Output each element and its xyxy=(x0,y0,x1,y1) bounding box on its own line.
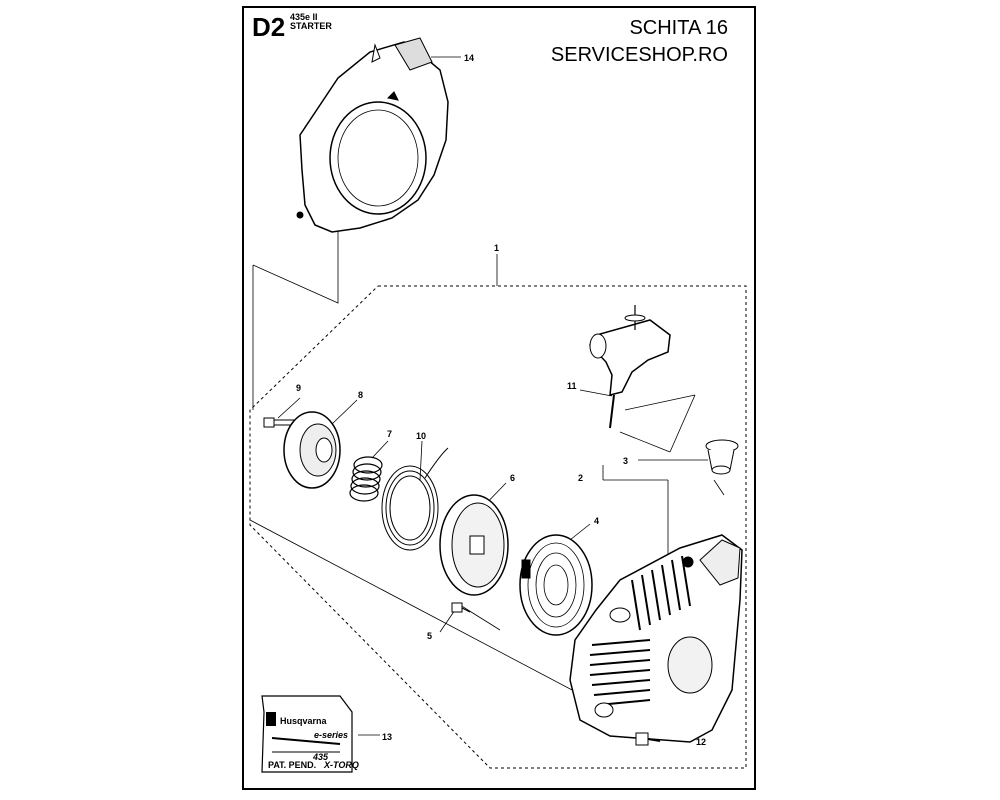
rope-part-10 xyxy=(381,447,449,551)
model-name: 435e II xyxy=(290,12,318,22)
callout-8: 8 xyxy=(358,390,363,400)
pulley-part-8 xyxy=(283,411,341,489)
callout-13: 13 xyxy=(382,732,392,742)
callout-7: 7 xyxy=(387,429,392,439)
callout-3: 3 xyxy=(623,456,628,466)
rotor-part-6 xyxy=(439,494,509,596)
decal-feature: X-TORQ xyxy=(323,760,359,770)
screw-part-12 xyxy=(635,732,661,746)
decal-series: e-series xyxy=(314,730,348,740)
starter-housing-part-2 xyxy=(569,534,743,743)
decal-model: 435 xyxy=(312,752,329,762)
spring-cassette-part-4 xyxy=(519,534,593,636)
spring-part-7 xyxy=(349,456,383,502)
callout-6: 6 xyxy=(510,473,515,483)
eyelet-part-3 xyxy=(705,439,739,475)
decal-patent: PAT. PEND. xyxy=(268,760,316,770)
section-code: D2 xyxy=(252,12,286,42)
decal-part-13 xyxy=(261,695,353,773)
callout-9: 9 xyxy=(296,383,301,393)
model-group: 435e II STARTER xyxy=(290,13,332,31)
callout-1: 1 xyxy=(494,243,499,253)
handle-part-11 xyxy=(588,305,671,429)
callout-10: 10 xyxy=(416,431,426,441)
sheet-title: SCHITA 16 xyxy=(629,17,728,39)
assembly-boundary xyxy=(249,285,747,769)
callout-5: 5 xyxy=(427,631,432,641)
fan-housing-part xyxy=(296,37,449,233)
group-name: STARTER xyxy=(290,21,332,31)
decal-brand: Husqvarna xyxy=(280,716,328,726)
callout-14: 14 xyxy=(464,53,474,63)
screw-part-5 xyxy=(451,602,471,613)
callout-2: 2 xyxy=(578,473,583,483)
shop-name: SERVICESHOP.RO xyxy=(550,44,728,66)
callout-12: 12 xyxy=(696,737,706,747)
callout-11: 11 xyxy=(567,381,577,391)
callout-4: 4 xyxy=(594,516,599,526)
